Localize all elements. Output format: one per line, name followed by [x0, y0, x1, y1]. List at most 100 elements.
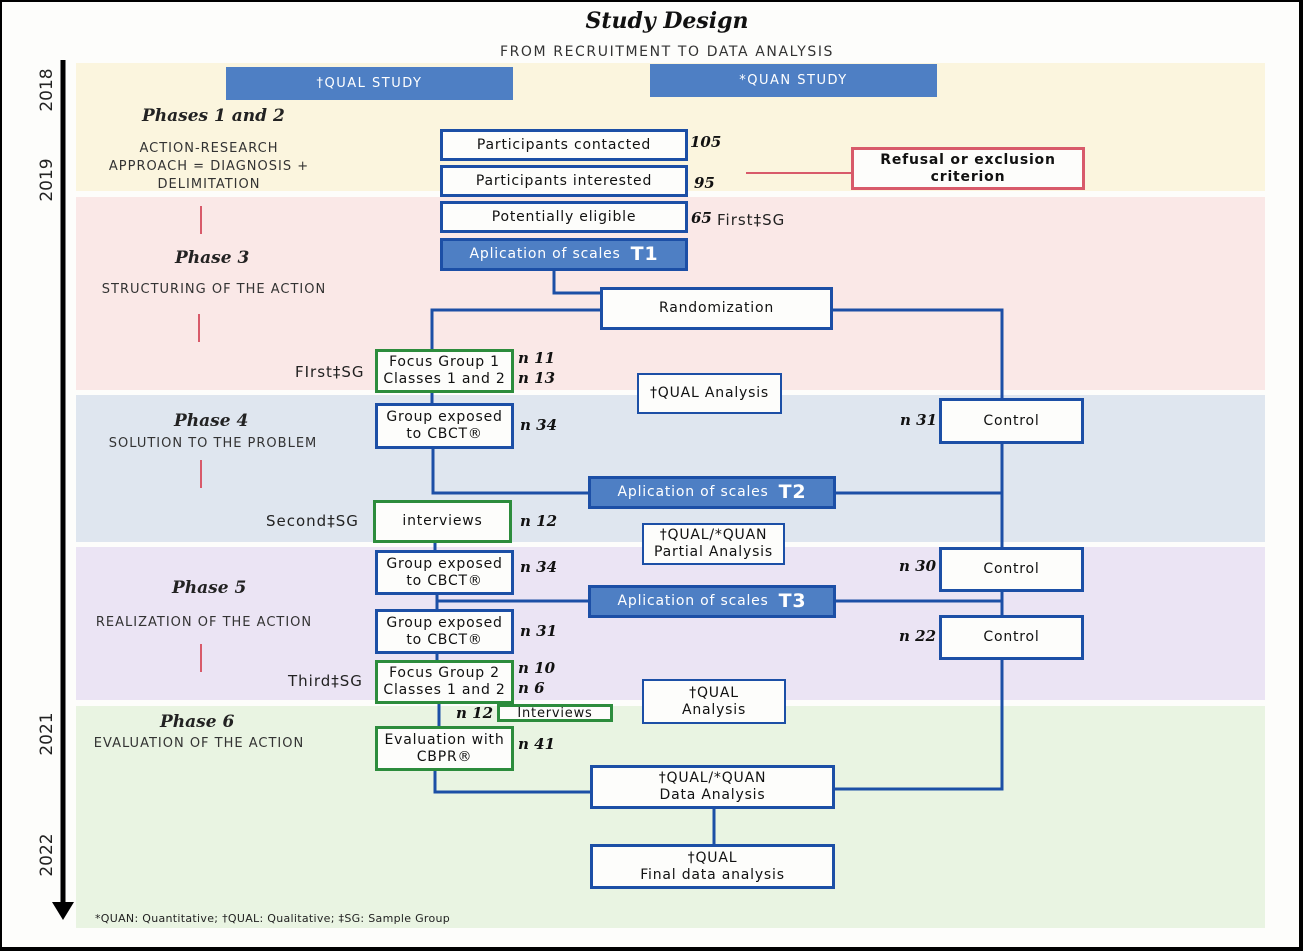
- qual-analysis-1-box: †QUAL Analysis: [637, 373, 782, 414]
- count-control3: n 22: [899, 627, 937, 645]
- count-evaluation: n 41: [518, 735, 556, 753]
- timeline-arrow: [52, 60, 74, 920]
- qual-analysis-2-label: †QUAL Analysis: [681, 684, 747, 718]
- participants-contacted-label: Participants contacted: [476, 136, 652, 153]
- qual-analysis-2-box: †QUAL Analysis: [642, 679, 786, 724]
- data-analysis-box: †QUAL/*QUAN Data Analysis: [590, 765, 835, 809]
- participants-contacted-box: Participants contacted: [440, 129, 688, 161]
- exposed-group-1-label: Group exposed to CBCT®: [386, 409, 503, 442]
- control-1-box: Control: [939, 398, 1084, 444]
- scales-t3-label: Aplication of scales: [617, 593, 769, 609]
- count-focus1-a: n 11: [518, 349, 556, 367]
- focus-group-1-label: Focus Group 1 Classes 1 and 2: [383, 354, 506, 387]
- count-interested: 95: [694, 174, 715, 192]
- control-3-label: Control: [983, 629, 1040, 645]
- participants-interested-label: Participants interested: [475, 172, 653, 189]
- phase-3-desc: STRUCTURING OF THE ACTION: [101, 282, 327, 297]
- connector-evaluation-dataanalysis: [433, 770, 590, 794]
- year-2018: 2018: [37, 68, 57, 112]
- connector-control3-dataanalysis: [835, 659, 1004, 791]
- qual-analysis-1-label: †QUAL Analysis: [650, 385, 769, 401]
- footnote-legend: *QUAN: Quantitative; †QUAL: Qualitative;…: [95, 912, 451, 925]
- band-phase-6: [76, 706, 1265, 928]
- phase-1-2-desc: ACTION-RESEARCH APPROACH = DIAGNOSIS + D…: [108, 141, 310, 192]
- t3-label: T3: [778, 590, 807, 612]
- diagram-title: Study Design: [585, 8, 749, 34]
- final-analysis-box: †QUAL Final data analysis: [590, 844, 835, 889]
- exposed-group-3-label: Group exposed to CBCT®: [386, 614, 503, 648]
- partial-analysis-label: †QUAL/*QUAN Partial Analysis: [654, 527, 773, 560]
- scales-t2-box: Aplication of scales T2: [588, 476, 836, 509]
- data-analysis-label: †QUAL/*QUAN Data Analysis: [658, 770, 767, 803]
- phase-3-title: Phase 3: [175, 248, 250, 268]
- qual-study-header: †QUAL STUDY: [226, 67, 513, 100]
- count-control1: n 31: [900, 411, 938, 429]
- count-control2: n 30: [899, 557, 937, 575]
- exposed-group-1-box: Group exposed to CBCT®: [375, 403, 514, 449]
- interviews-1-box: interviews: [373, 500, 512, 543]
- year-2022: 2022: [37, 833, 57, 877]
- second-sample-group: Second‡SG: [266, 512, 359, 530]
- connector-randomization-right: [832, 308, 1004, 400]
- count-focus2-b: n 6: [518, 679, 545, 697]
- control-2-box: Control: [939, 547, 1084, 592]
- final-analysis-label: †QUAL Final data analysis: [640, 849, 785, 883]
- phase-1-2-title: Phases 1 and 2: [142, 106, 285, 126]
- interviews-2-box: Interviews: [497, 704, 613, 722]
- count-eligible: 65: [691, 209, 712, 227]
- exposed-group-2-label: Group exposed to CBCT®: [386, 555, 503, 589]
- year-2021: 2021: [37, 712, 57, 756]
- phase-6-desc: EVALUATION OF THE ACTION: [93, 736, 305, 751]
- first-sample-group-left: FIrst‡SG: [295, 363, 365, 381]
- count-contacted: 105: [690, 133, 722, 151]
- scales-t3-box: Aplication of scales T3: [588, 585, 836, 618]
- scales-t1-box: Aplication of scales T1: [440, 238, 688, 271]
- count-exposed1: n 34: [520, 416, 558, 434]
- count-interviews2: n 12: [456, 704, 494, 722]
- focus-group-2-box: Focus Group 2 Classes 1 and 2: [375, 660, 514, 704]
- count-focus2-a: n 10: [518, 659, 556, 677]
- control-2-label: Control: [983, 561, 1040, 577]
- focus-group-1-box: Focus Group 1 Classes 1 and 2: [375, 349, 514, 393]
- third-sample-group: Third‡SG: [288, 672, 363, 690]
- potentially-eligible-label: Potentially eligible: [491, 208, 637, 225]
- randomization-box: Randomization: [600, 287, 833, 330]
- connector-randomization-left: [430, 308, 602, 350]
- phase-5-title: Phase 5: [172, 578, 247, 598]
- refusal-box: Refusal or exclusion criterion: [851, 147, 1085, 190]
- scales-t1-label: Aplication of scales: [469, 246, 621, 262]
- quan-study-header: *QUAN STUDY: [650, 64, 937, 97]
- exposed-group-2-box: Group exposed to CBCT®: [375, 550, 514, 595]
- evaluation-box: Evaluation with CBPR®: [375, 726, 514, 771]
- focus-group-2-label: Focus Group 2 Classes 1 and 2: [383, 665, 506, 698]
- connector-exposed2-scales3: [435, 594, 590, 603]
- t2-label: T2: [778, 481, 807, 503]
- connector-control2-scales3: [835, 591, 1004, 603]
- control-3-box: Control: [939, 615, 1084, 660]
- interviews-1-label: interviews: [402, 513, 483, 529]
- scales-t2-label: Aplication of scales: [617, 484, 769, 500]
- participants-interested-box: Participants interested: [440, 165, 688, 197]
- year-2019: 2019: [37, 158, 57, 202]
- diagram-subtitle: FROM RECRUITMENT TO DATA ANALYSIS: [499, 44, 835, 60]
- count-focus1-b: n 13: [518, 369, 556, 387]
- interviews-2-label: Interviews: [517, 705, 593, 721]
- t1-label: T1: [630, 243, 659, 265]
- first-sample-group-right: First‡SG: [717, 211, 786, 229]
- phase-4-desc: SOLUTION TO THE PROBLEM: [108, 436, 318, 451]
- connector-exposed1-scales2: [431, 448, 590, 495]
- count-exposed3: n 31: [520, 622, 558, 640]
- phase-5-desc: REALIZATION OF THE ACTION: [95, 615, 313, 630]
- refusal-label: Refusal or exclusion criterion: [880, 151, 1056, 185]
- evaluation-label: Evaluation with CBPR®: [384, 731, 505, 765]
- connector-control1-scales2: [835, 443, 1004, 495]
- control-1-label: Control: [983, 412, 1040, 429]
- count-exposed2: n 34: [520, 558, 558, 576]
- count-interviews1: n 12: [520, 512, 558, 530]
- phase-4-title: Phase 4: [174, 411, 249, 431]
- phase-6-title: Phase 6: [160, 712, 235, 732]
- connector-scales1-randomization: [552, 270, 602, 295]
- exposed-group-3-box: Group exposed to CBCT®: [375, 609, 514, 654]
